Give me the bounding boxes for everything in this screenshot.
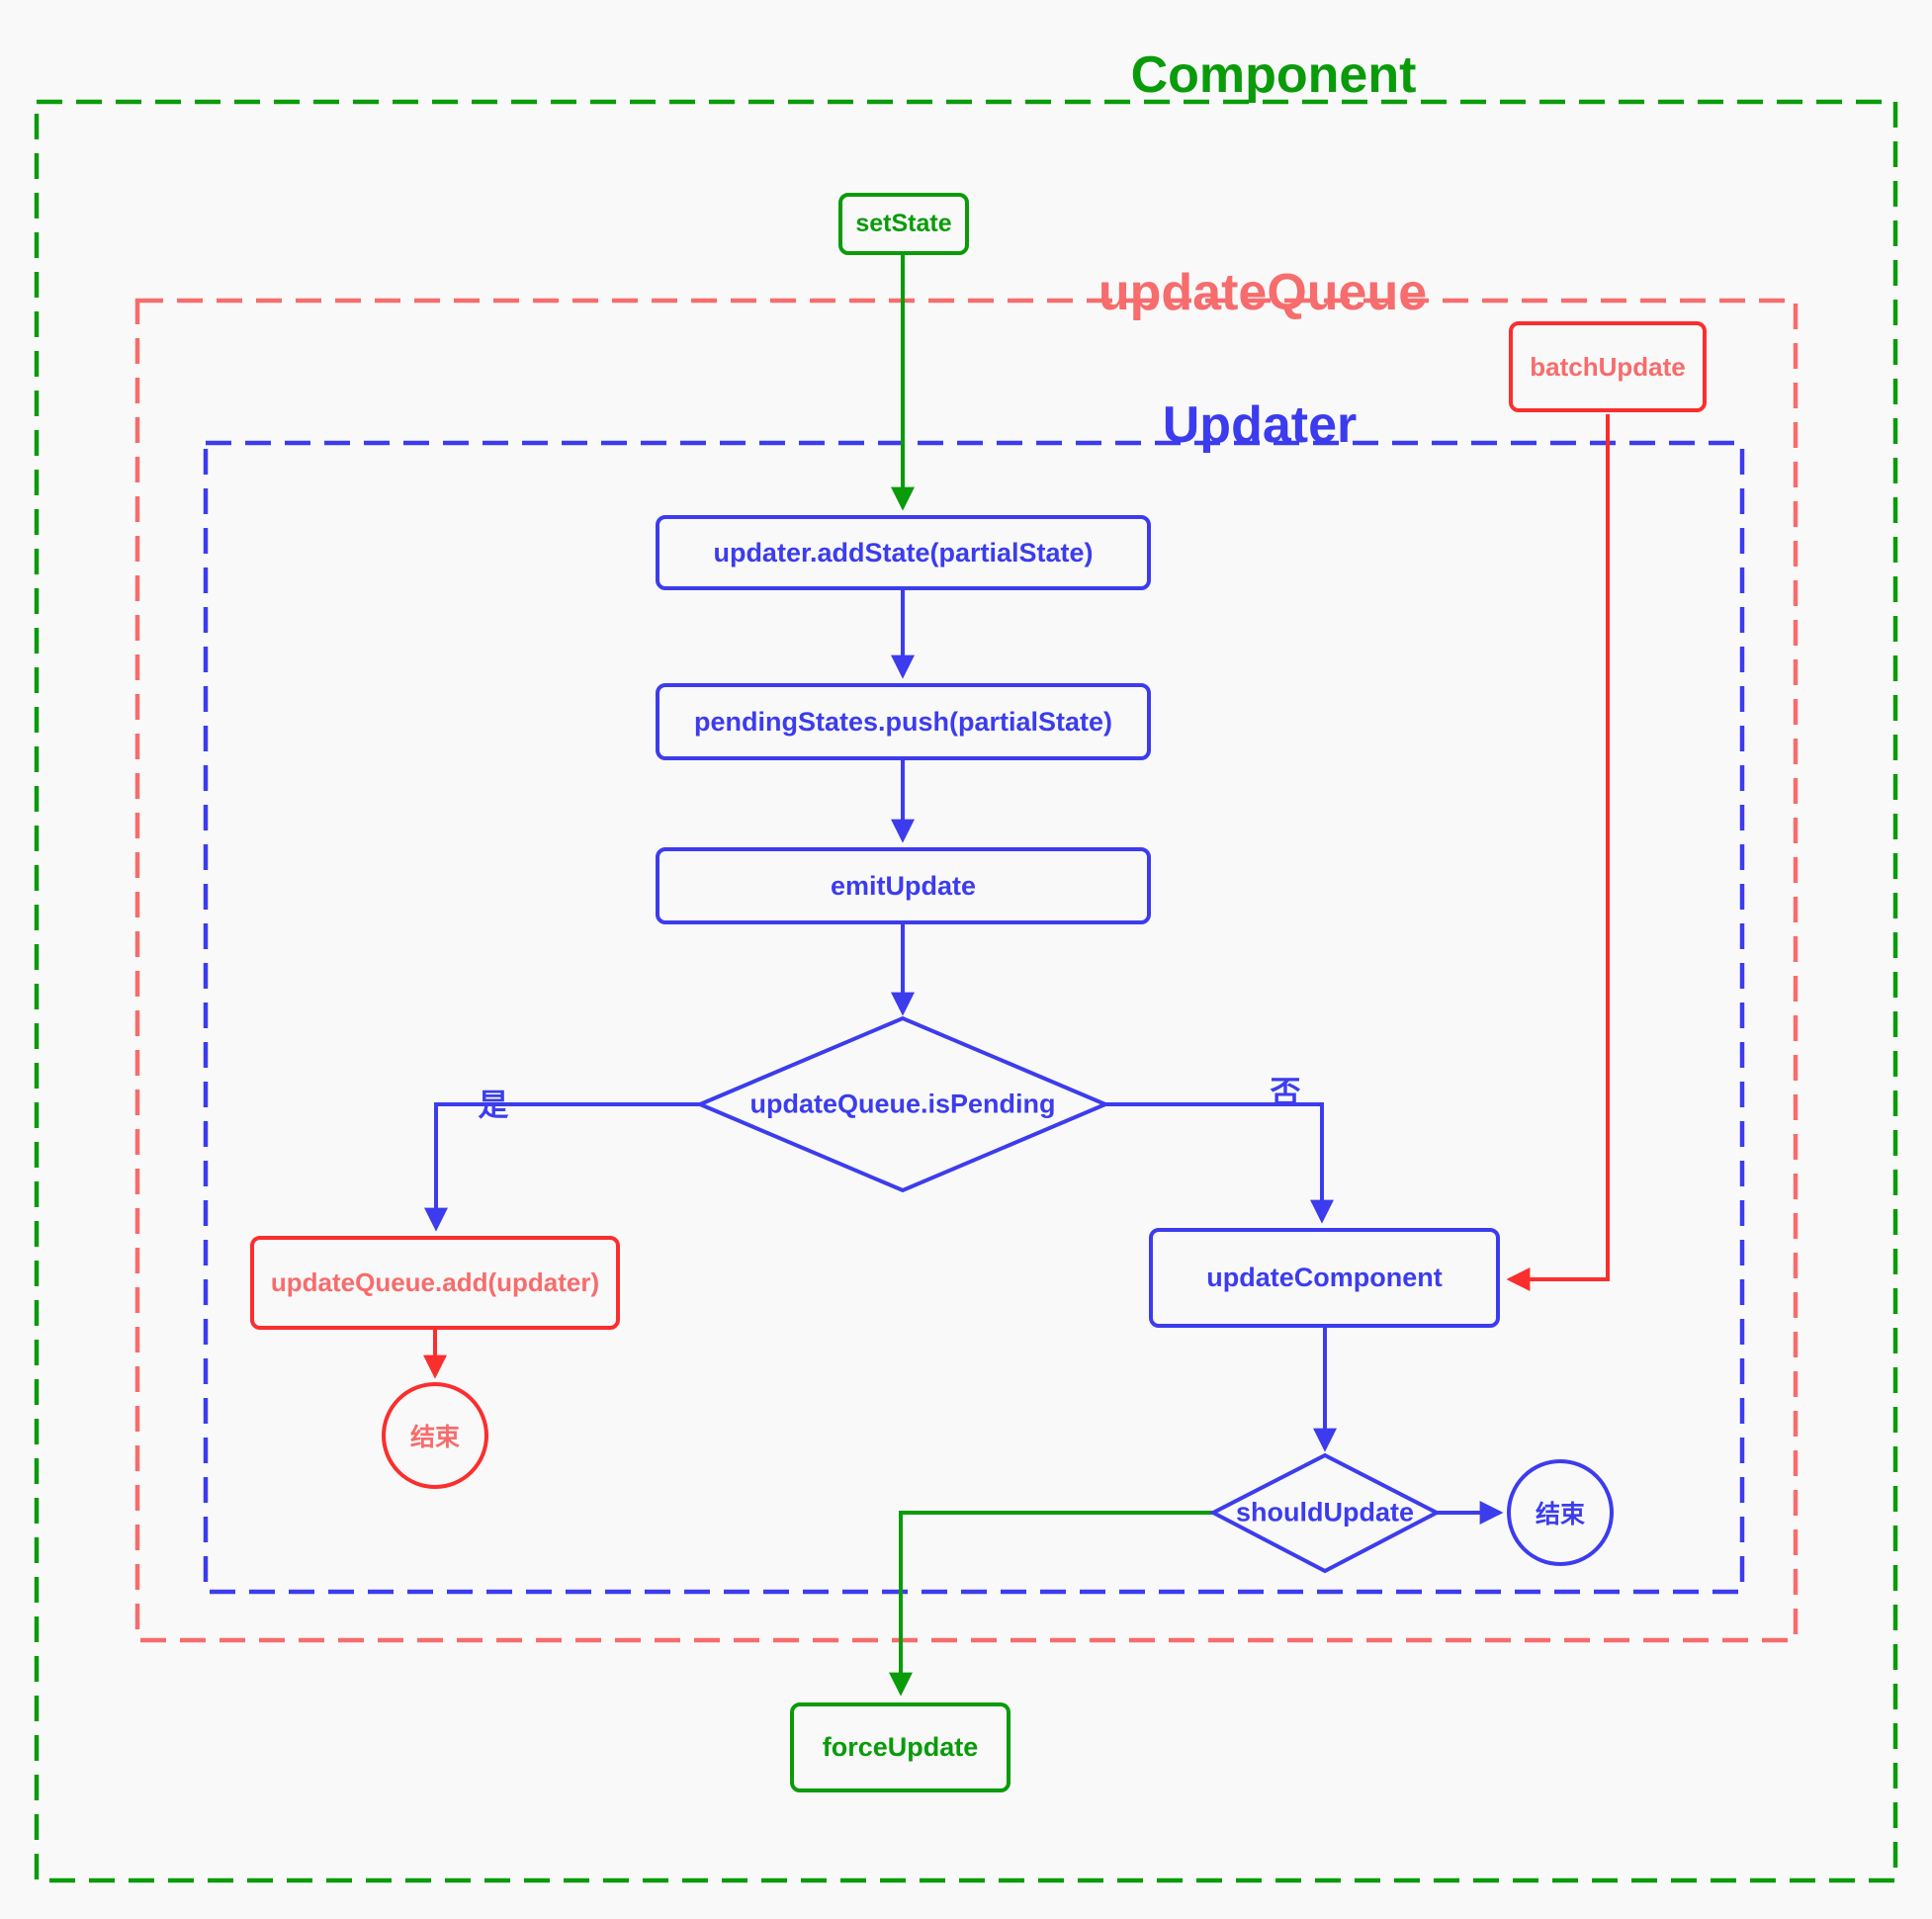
node-setstate: setState	[838, 193, 969, 255]
edge-shouldupdate-to-forceupdate	[889, 1511, 1213, 1697]
edge-batchupdate-to-updatecomponent	[1506, 414, 1610, 1291]
shouldupdate-diamond	[1208, 1452, 1442, 1574]
update-queue-container-title: updateQueue	[1098, 264, 1428, 321]
shouldupdate-diamond-label: shouldUpdate	[1236, 1497, 1414, 1527]
ispending-diamond-label: updateQueue.isPending	[749, 1089, 1056, 1119]
end-circle-blue-label: 结束	[1535, 1501, 1586, 1528]
node-forceupdate: forceUpdate	[790, 1702, 1010, 1792]
updater-container-title: Updater	[1162, 396, 1358, 454]
edge-label-no: 否	[1270, 1075, 1301, 1110]
node-updater-addstate: updater.addState(partialState)	[656, 515, 1151, 590]
component-container-border	[34, 99, 1898, 1883]
node-updatecomponent: updateComponent	[1149, 1228, 1500, 1328]
end-circle-blue	[1507, 1459, 1614, 1566]
node-batchupdate: batchUpdate	[1509, 321, 1707, 412]
ispending-diamond	[694, 1015, 1111, 1193]
node-emitupdate: emitUpdate	[656, 847, 1151, 924]
updater-container-border	[203, 440, 1745, 1595]
component-container-title: Component	[1130, 46, 1417, 104]
edge-ispending-no-to-updatecomponent	[1105, 1102, 1334, 1224]
end-circle-red	[382, 1382, 488, 1489]
end-circle-red-label: 结束	[409, 1424, 461, 1451]
edge-label-yes: 是	[478, 1088, 509, 1123]
edge-ispending-yes-to-updatequeueadd	[424, 1102, 700, 1232]
node-pendingstates-push: pendingStates.push(partialState)	[656, 683, 1151, 760]
node-updatequeue-add: updateQueue.add(updater)	[250, 1236, 620, 1330]
